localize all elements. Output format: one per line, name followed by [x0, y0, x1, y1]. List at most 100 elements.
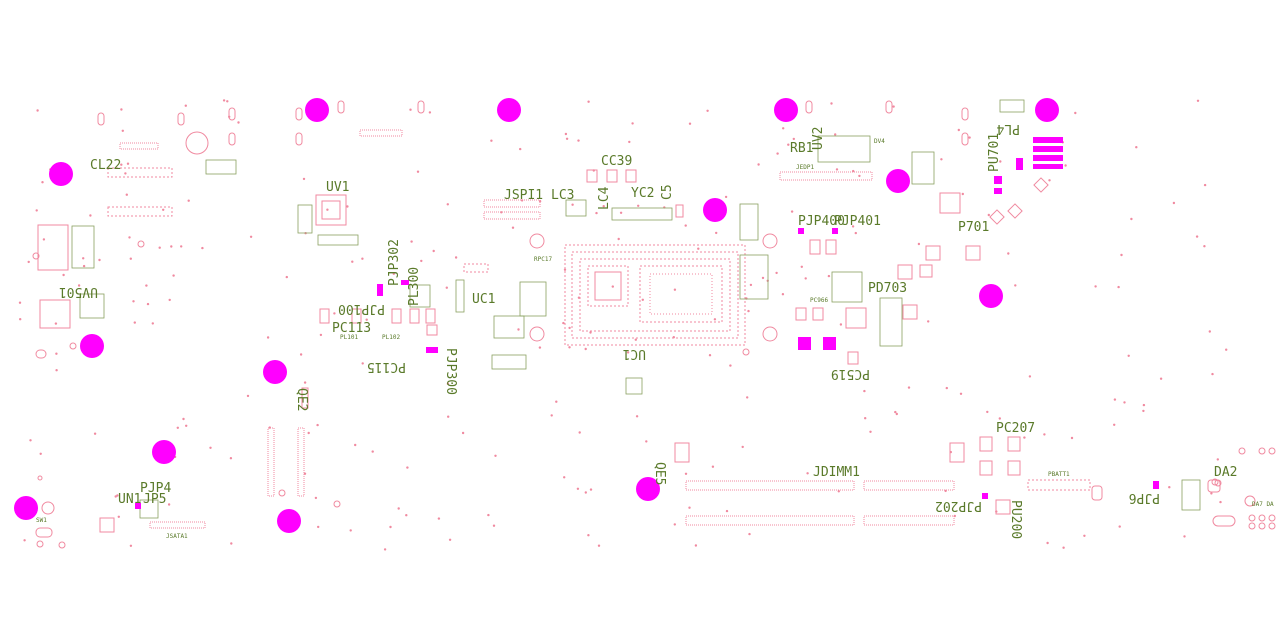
via-dot — [584, 347, 587, 351]
via-dot — [578, 431, 581, 434]
via-dot — [959, 392, 963, 395]
label-uv1: UV1 — [326, 180, 349, 195]
via-dot — [851, 225, 855, 228]
fiducial-marker-layer — [14, 98, 1159, 533]
via-dot — [637, 204, 640, 207]
via-dot — [180, 245, 183, 248]
via-dot — [892, 105, 895, 108]
via-dot — [62, 273, 65, 277]
via-dot — [806, 472, 809, 475]
via-dot — [538, 346, 542, 349]
via-dot — [673, 523, 676, 526]
via-dot — [494, 454, 497, 457]
label-pu200: PU200 — [1008, 500, 1023, 539]
via-dot — [854, 231, 857, 235]
via-dot — [635, 415, 639, 418]
fiducial-marker — [886, 169, 910, 193]
label-pl102: PL102 — [382, 334, 400, 341]
label-pl4: PL4 — [996, 121, 1020, 136]
fiducial-marker — [1035, 98, 1059, 122]
via-dot — [405, 514, 408, 517]
via-dot — [1142, 403, 1146, 407]
via-dot — [945, 386, 948, 390]
label-pc966: PC966 — [810, 297, 828, 304]
via-dot — [1118, 525, 1121, 528]
via-dot — [409, 108, 412, 111]
via-dot — [1007, 252, 1010, 255]
label-p701: P701 — [958, 220, 989, 235]
via-dot — [837, 490, 840, 493]
label-lc3: LC3 — [551, 188, 574, 203]
via-dot — [392, 272, 395, 275]
via-dot — [804, 277, 807, 280]
fiducial-marker — [979, 284, 1003, 308]
via-dot — [201, 246, 204, 250]
label-pjp6: PJP6 — [1129, 490, 1160, 505]
via-dot — [41, 181, 44, 184]
marker-pad — [1033, 164, 1063, 169]
via-dot — [688, 506, 691, 509]
via-dot — [511, 226, 515, 229]
label-pjp401: PJP401 — [834, 214, 881, 229]
via-dot — [42, 238, 46, 241]
via-dot — [246, 394, 250, 398]
via-dot — [907, 386, 911, 389]
via-dot — [749, 283, 753, 287]
via-dot — [708, 354, 712, 357]
via-dot — [589, 488, 593, 491]
via-dot — [641, 298, 644, 301]
via-dot — [371, 450, 374, 453]
via-dot — [895, 412, 898, 416]
via-dot — [319, 333, 323, 337]
via-dot — [673, 288, 677, 291]
via-dot — [19, 318, 22, 321]
via-dot — [222, 99, 226, 102]
marker-pad — [1033, 137, 1063, 143]
via-dot — [839, 323, 843, 326]
via-dot — [782, 127, 785, 130]
via-dot — [1127, 354, 1130, 357]
via-dot — [757, 163, 760, 166]
via-dot — [986, 410, 989, 414]
via-dot — [595, 211, 598, 215]
via-dot — [446, 203, 449, 206]
via-dot — [564, 132, 568, 136]
via-dot — [519, 147, 522, 151]
via-dot — [1203, 245, 1206, 248]
via-dot — [587, 534, 590, 537]
label-pjp302: PJP302 — [387, 239, 402, 286]
footprint-layer — [32, 100, 1276, 549]
via-dot — [39, 452, 42, 455]
marker-pad — [1033, 155, 1063, 161]
fiducial-marker — [49, 162, 73, 186]
via-dot — [314, 496, 318, 500]
fiducial-marker — [636, 477, 660, 501]
fiducial-marker — [277, 509, 301, 533]
via-dot — [1195, 235, 1199, 238]
label-rpc17: RPC17 — [534, 256, 552, 263]
via-dot — [576, 487, 580, 490]
label-pjp202: PJP202 — [935, 498, 982, 513]
via-dot — [1064, 164, 1067, 167]
via-dot — [23, 539, 26, 542]
via-dot — [998, 417, 1001, 420]
via-dot — [54, 322, 58, 325]
via-dot — [18, 301, 22, 304]
via-dot — [316, 423, 319, 427]
via-dot — [713, 318, 717, 321]
via-dot — [577, 139, 580, 142]
via-dot — [1043, 433, 1046, 436]
via-dot — [185, 424, 188, 427]
via-dot — [1130, 217, 1133, 221]
via-dot — [117, 515, 121, 518]
label-da2: DA2 — [1214, 465, 1237, 480]
via-dot — [27, 260, 30, 264]
label-jspi1: JSPI1 — [504, 188, 543, 203]
via-dot — [365, 318, 368, 321]
via-dot — [1113, 423, 1116, 426]
via-dot — [724, 195, 728, 199]
via-dot — [1211, 372, 1214, 376]
via-dot — [437, 517, 441, 520]
via-dot — [1083, 534, 1086, 537]
via-dot — [628, 140, 631, 144]
